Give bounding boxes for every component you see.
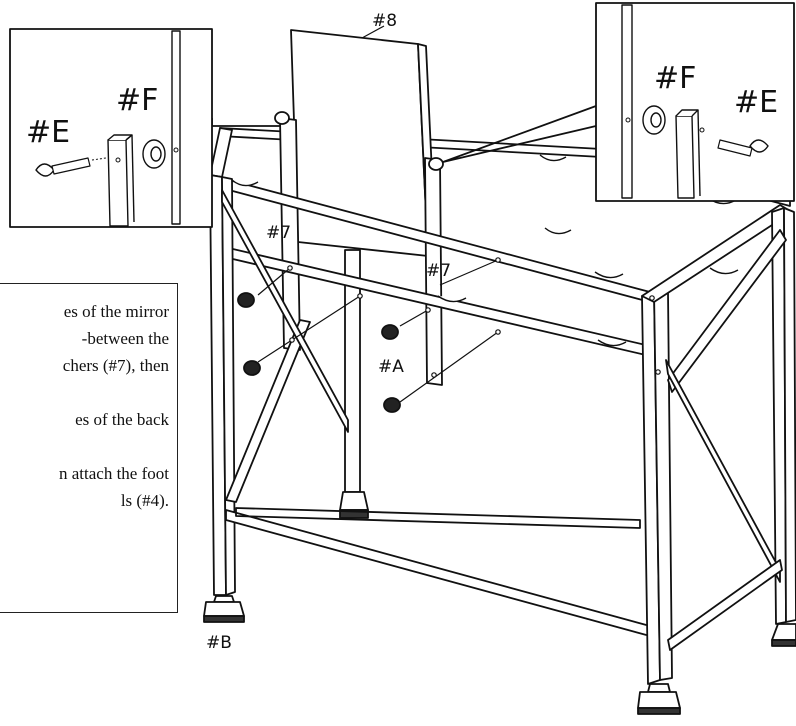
label-stretcher-left: #7 [266, 223, 291, 243]
label-inset-right-f: #F [654, 61, 696, 96]
label-inset-right-e: #E [734, 85, 778, 120]
tray-hangers [231, 154, 739, 347]
knob-left [274, 111, 290, 125]
back-bottom-rail [235, 507, 641, 529]
inset-left [9, 28, 213, 228]
foot-left [203, 595, 245, 623]
callout-right-pointer [442, 105, 597, 163]
label-foot-b: #B [206, 633, 232, 653]
instruction-line-5: n attach the foot [59, 464, 169, 483]
right-side-diagonal-1 [667, 229, 787, 393]
front-bottom-rail [225, 509, 651, 637]
instruction-line-6: ls (#4). [120, 491, 169, 510]
back-left-foot [339, 491, 369, 511]
label-stretcher-right: #7 [426, 261, 451, 281]
bolts-a [237, 292, 401, 413]
callout-left-pointer [211, 118, 280, 127]
instruction-box: es of the mirror -between the chers (#7)… [0, 283, 178, 613]
inset-right [595, 2, 795, 202]
label-panel: #8 [372, 11, 397, 31]
foot-right-back [771, 623, 796, 647]
instruction-line-1: es of the mirror [63, 302, 169, 321]
knob-right [428, 157, 444, 171]
panel-leader [361, 25, 385, 39]
label-inset-left-e: #E [26, 115, 70, 150]
bolt-leaders [257, 259, 499, 403]
left-top-rail [209, 127, 233, 178]
foot-right-front [637, 683, 681, 715]
label-inset-left-f: #F [116, 83, 158, 118]
instruction-line-3: chers (#7), then [62, 356, 169, 375]
right-side-diagonal-2 [665, 359, 781, 583]
left-front-diagonal [225, 319, 311, 503]
label-bolt-a: #A [378, 357, 404, 377]
instruction-line-2: -between the [81, 329, 169, 348]
instruction-line-4: es of the back [75, 410, 169, 429]
right-side-bottom-rail [667, 559, 783, 651]
